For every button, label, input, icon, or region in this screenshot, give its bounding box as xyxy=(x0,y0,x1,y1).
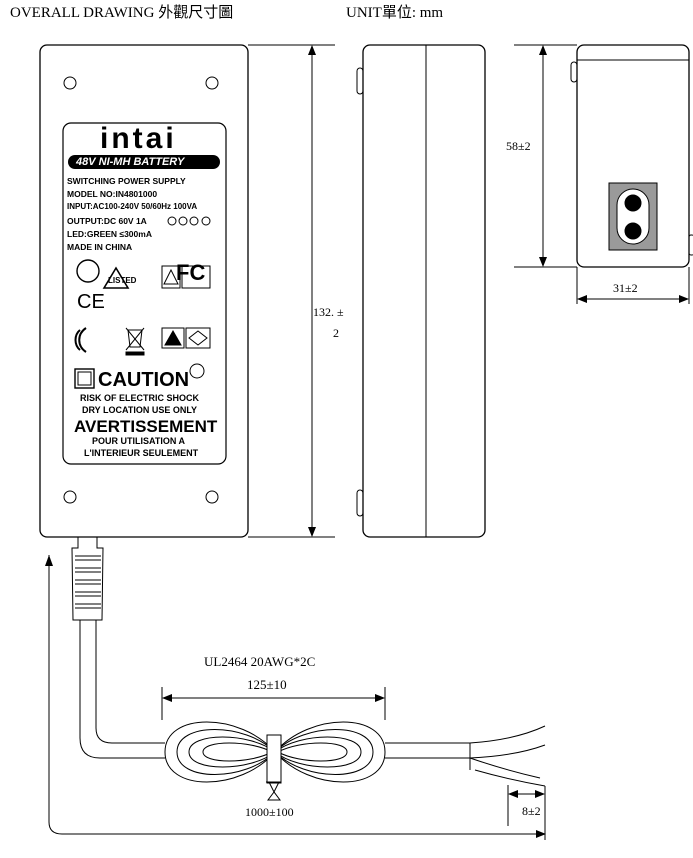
french-line: POUR UTILISATION A xyxy=(92,436,185,446)
ce-mark: CE xyxy=(77,291,105,313)
label-line: INPUT:AC100-240V 50/60Hz 100VA xyxy=(67,202,198,211)
screw-hole xyxy=(63,76,77,90)
kc-mark-icon xyxy=(74,327,87,353)
warning-line: DRY LOCATION USE ONLY xyxy=(82,405,198,415)
cable-type-label: UL2464 20AWG*2C xyxy=(204,654,316,669)
saa-triangle-icon xyxy=(102,266,130,289)
polarity-icon xyxy=(167,216,211,226)
label-line: MODEL NO:IN4801000 xyxy=(67,189,158,199)
strain-relief xyxy=(71,537,104,621)
warning-line: RISK OF ELECTRIC SHOCK xyxy=(80,393,200,403)
square-mark-icon xyxy=(74,368,95,389)
caution-heading: CAUTION xyxy=(98,369,190,391)
cable-length-label: 1000±100 xyxy=(245,805,294,819)
screw-hole xyxy=(63,490,77,504)
ul-listed-text: LISTED xyxy=(108,276,137,285)
adapter-top-view xyxy=(39,44,249,538)
width-dim-label: 31±2 xyxy=(613,281,638,295)
label-line: LED:GREEN ≤300mA xyxy=(67,229,152,239)
dc-cable xyxy=(79,620,165,759)
avertissement-heading: AVERTISSEMENT xyxy=(74,417,218,436)
loop-dim-label: 125±10 xyxy=(247,677,287,692)
height-dim-label: 58±2 xyxy=(506,139,531,153)
strip-dim-label: 8±2 xyxy=(522,804,541,818)
cable-tie xyxy=(266,734,282,784)
fcc-mark: FC xyxy=(176,260,206,285)
length-dim-label: 132. ± xyxy=(313,305,344,319)
label-line: MADE IN CHINA xyxy=(67,242,133,252)
safety-triangle-icon xyxy=(161,327,211,349)
ul-mark-icon xyxy=(76,259,100,283)
label-panel xyxy=(62,122,227,465)
adapter-side-view xyxy=(362,44,486,538)
french-line: L'INTERIEUR SEULEMENT xyxy=(84,448,199,458)
weee-bin-icon xyxy=(125,327,145,356)
label-line: SWITCHING POWER SUPPLY xyxy=(67,176,186,186)
brand-logo: intai xyxy=(100,122,177,155)
drawing-title: OVERALL DRAWING 外觀尺寸圖 xyxy=(10,5,234,21)
product-line: 48V NI-MH BATTERY xyxy=(76,156,185,168)
screw-hole xyxy=(205,76,219,90)
length-dim-tolerance: 2 xyxy=(333,326,339,340)
product-line-banner xyxy=(68,155,220,169)
gs-mark-icon xyxy=(161,265,211,289)
adapter-end-view xyxy=(576,44,690,268)
screw-hole xyxy=(205,490,219,504)
v-mark-icon xyxy=(189,363,205,379)
label-line: OUTPUT:DC 60V 1A xyxy=(67,216,147,226)
cable-coil xyxy=(164,721,386,801)
unit-label: UNIT單位: mm xyxy=(346,5,444,21)
